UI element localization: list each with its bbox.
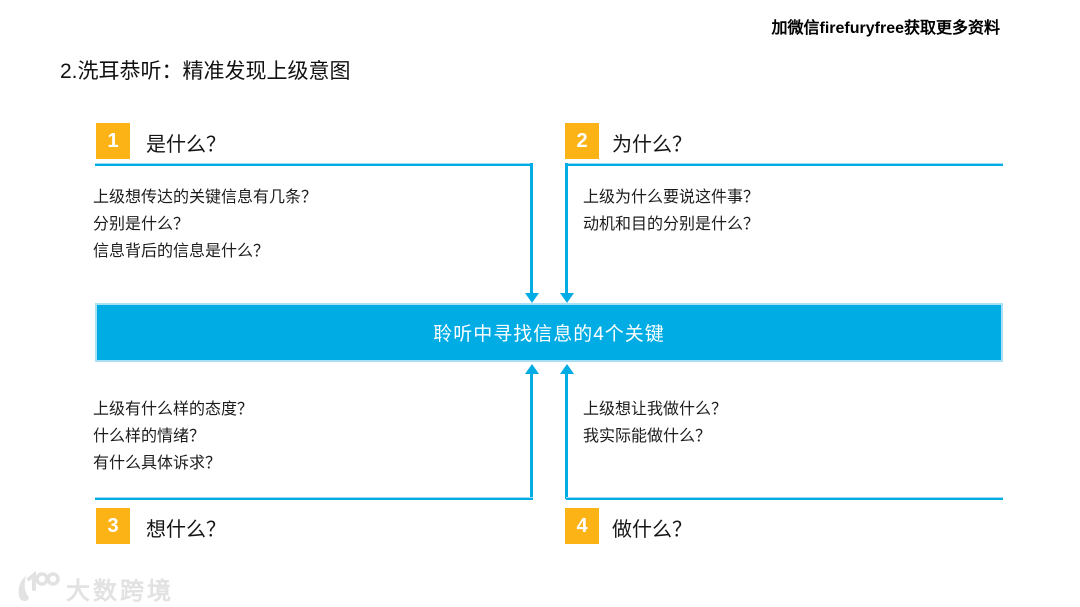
quadrant-4-line: 我实际能做什么？ xyxy=(583,428,712,445)
center-key-bar-label: 聆听中寻找信息的4个关键 xyxy=(433,324,665,345)
logo-text: 大数跨境 xyxy=(66,578,174,605)
arrow-up-icon xyxy=(560,364,574,374)
connector-line-top-right-vertical xyxy=(565,163,568,294)
quadrant-4-line: 上级想让我做什么？ xyxy=(583,401,728,418)
quadrant-1-body: 上级想传达的关键信息有几条？ 分别是什么？ 信息背后的信息是什么？ xyxy=(93,184,317,265)
quadrant-3-question: 想什么？ xyxy=(146,519,226,541)
quadrant-3-line: 什么样的情绪？ xyxy=(93,428,206,445)
dashukuajing-logo: 大数跨境 xyxy=(16,569,174,607)
quadrant-1-line: 分别是什么？ xyxy=(93,216,190,233)
quadrant-2-line: 上级为什么要说这件事？ xyxy=(583,189,760,206)
quadrant-3-line: 有什么具体诉求？ xyxy=(93,455,222,472)
quadrant-3-badge: 3 xyxy=(96,508,130,544)
connector-line-bottom-right-vertical xyxy=(565,373,568,499)
quadrant-1-badge: 1 xyxy=(96,123,130,159)
quadrant-2-line: 动机和目的分别是什么？ xyxy=(583,216,760,233)
quadrant-3-body: 上级有什么样的态度？ 什么样的情绪？ 有什么具体诉求？ xyxy=(93,396,253,477)
quadrant-1-question: 是什么？ xyxy=(146,134,226,156)
quadrant-4-badge: 4 xyxy=(565,508,599,544)
center-key-bar: 聆听中寻找信息的4个关键 xyxy=(95,303,1003,362)
wechat-contact-note: 加微信firefuryfree获取更多资料 xyxy=(771,20,1000,37)
quadrant-3-line: 上级有什么样的态度？ xyxy=(93,401,254,418)
quadrant-1-line: 上级想传达的关键信息有几条？ xyxy=(93,189,318,206)
connector-line-bottom-left xyxy=(95,497,533,500)
quadrant-4-body: 上级想让我做什么？ 我实际能做什么？ xyxy=(583,396,727,450)
connector-line-top-right xyxy=(566,163,1003,166)
connector-line-bottom-left-vertical xyxy=(530,373,533,499)
page-title: 2.洗耳恭听：精准发现上级意图 xyxy=(60,60,351,83)
quadrant-2-question: 为什么？ xyxy=(612,134,692,156)
arrow-down-icon xyxy=(560,293,574,303)
arrow-up-icon xyxy=(525,364,539,374)
connector-line-top-left xyxy=(95,163,533,166)
arrow-down-icon xyxy=(525,293,539,303)
connector-line-top-left-vertical xyxy=(530,163,533,294)
connector-line-bottom-right xyxy=(566,497,1003,500)
quadrant-2-body: 上级为什么要说这件事？ 动机和目的分别是什么？ xyxy=(583,184,759,238)
quadrant-1-line: 信息背后的信息是什么？ xyxy=(93,243,270,260)
quadrant-2-badge: 2 xyxy=(565,123,599,159)
quadrant-4-question: 做什么？ xyxy=(612,519,692,541)
swoosh-100-icon xyxy=(16,569,60,607)
